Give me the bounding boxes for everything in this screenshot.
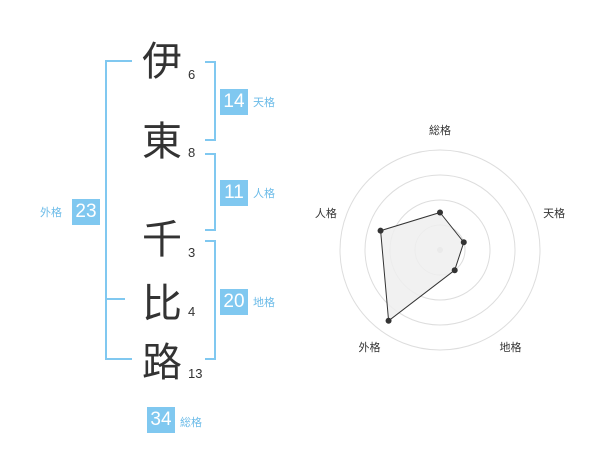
tenkaku-label: 天格	[253, 96, 275, 109]
gaikaku-label: 外格	[40, 206, 62, 219]
stroke-count-5: 13	[188, 366, 203, 381]
chikaku-bracket	[205, 240, 216, 360]
tenkaku-value: 14	[220, 89, 248, 115]
gaikaku-value: 23	[72, 199, 100, 225]
radar-point-4	[385, 317, 392, 324]
tenkaku-bracket	[205, 61, 216, 141]
jinkaku-bracket	[205, 153, 216, 231]
radar-axis-label-5: 人格	[315, 206, 337, 220]
radar-data	[377, 209, 467, 324]
radar-ring-3	[364, 174, 516, 326]
radar-point-1	[437, 209, 443, 216]
name-char-2: 東	[142, 119, 182, 165]
gaikaku-bracket	[105, 60, 132, 360]
radar-point-2	[460, 239, 467, 246]
chikaku-label: 地格	[253, 296, 275, 309]
radar-axis-label-3: 地格	[500, 340, 522, 354]
radar-series-polygon	[380, 211, 465, 322]
stroke-count-2: 8	[188, 145, 196, 160]
stroke-count-1: 6	[188, 67, 196, 82]
name-char-4: 比	[142, 281, 182, 327]
chikaku-value: 20	[220, 289, 248, 315]
radar-point-3	[451, 267, 458, 274]
stroke-count-3: 3	[188, 245, 196, 260]
name-char-1: 伊	[142, 39, 182, 85]
soukaku-value: 34	[147, 407, 175, 433]
jinkaku-label: 人格	[253, 187, 275, 200]
soukaku-label: 総格	[180, 416, 202, 429]
jinkaku-value: 11	[220, 180, 248, 206]
radar-axis-label-4: 外格	[359, 340, 381, 354]
radar-point-5	[377, 227, 384, 234]
radar-axis-label-1: 総格	[429, 123, 451, 137]
radar-axis-label-2: 天格	[543, 206, 565, 220]
name-char-3: 千	[142, 217, 182, 263]
stroke-count-4: 4	[188, 304, 196, 319]
gaikaku-bracket-divider	[105, 298, 125, 300]
radar-ring-4	[339, 149, 541, 351]
name-char-5: 路	[142, 340, 182, 386]
